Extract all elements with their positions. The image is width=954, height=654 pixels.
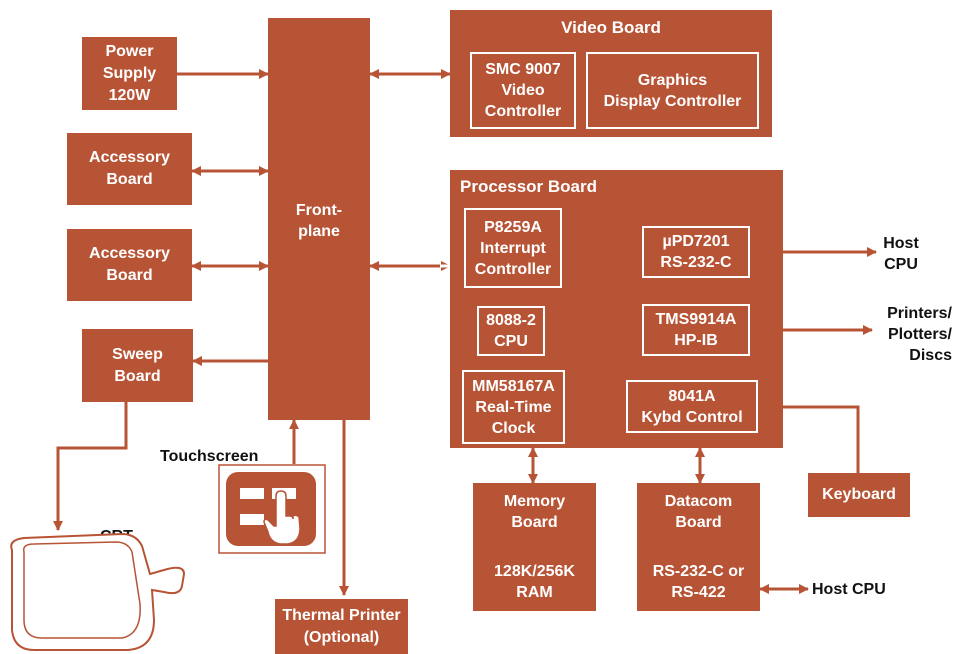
processor-board-block: Processor Board P8259A Interrupt Control… xyxy=(450,170,783,448)
accessory-board-1-label: Accessory Board xyxy=(89,149,170,188)
host-cpu-top-label: Host CPU xyxy=(883,235,919,273)
processor-board-title: Processor Board xyxy=(460,177,597,196)
memory-board-detail: 128K/256K RAM xyxy=(494,563,575,601)
touchscreen-hand-icon xyxy=(218,464,326,554)
cpu-label: 8088-2 CPU xyxy=(486,312,536,350)
accessory-board-1-block: Accessory Board xyxy=(67,133,192,205)
interrupt-controller-label: P8259A Interrupt Controller xyxy=(474,218,552,278)
keyboard-to-kybd-control-arrow xyxy=(762,401,860,481)
accessory-board-2-block: Accessory Board xyxy=(67,229,192,301)
frontplane-label: Front- plane xyxy=(295,202,343,240)
sweep-board-label: Sweep Board xyxy=(112,345,163,385)
real-time-clock-label: MM58167A Real-Time Clock xyxy=(472,377,555,437)
thermal-printer-block: Thermal Printer (Optional) xyxy=(275,599,408,654)
video-board-block: Video Board SMC 9007 Video Controller Gr… xyxy=(450,10,772,137)
datacom-board-detail: RS-232-C or RS-422 xyxy=(652,563,745,601)
keyboard-label: Keyboard xyxy=(822,486,896,503)
memory-board-title: Memory Board xyxy=(503,493,566,531)
kybd-control-label: 8041A Kybd Control xyxy=(641,387,743,426)
datacom-board-block: Datacom Board RS-232-C or RS-422 xyxy=(637,483,760,611)
kybd-control-chip: 8041A Kybd Control xyxy=(626,380,758,433)
datacom-board-title: Datacom Board xyxy=(664,493,733,531)
video-board-title: Video Board xyxy=(561,18,661,37)
interrupt-controller-chip: P8259A Interrupt Controller xyxy=(464,208,562,288)
cpu-chip: 8088-2 CPU xyxy=(477,306,545,356)
graphics-controller-chip: Graphics Display Controller xyxy=(586,52,759,129)
serial-controller-label: µPD7201 RS-232-C xyxy=(660,233,732,271)
sweep-to-crt-arrow xyxy=(52,402,128,532)
hpib-controller-label: TMS9914A HP-IB xyxy=(655,311,737,349)
crt-monitor-icon xyxy=(10,532,186,651)
video-controller-chip: SMC 9007 Video Controller xyxy=(470,52,576,129)
memory-board-block: Memory Board 128K/256K RAM xyxy=(473,483,596,611)
video-controller-label: SMC 9007 Video Controller xyxy=(484,61,562,120)
frontplane-block: Front- plane xyxy=(268,18,370,420)
keyboard-block: Keyboard xyxy=(808,473,910,517)
power-supply-block: Power Supply 120W xyxy=(82,37,177,110)
power-supply-label: Power Supply 120W xyxy=(102,42,157,104)
host-cpu-bottom-label: Host CPU xyxy=(812,581,886,598)
sweep-board-block: Sweep Board xyxy=(82,329,193,402)
thermal-printer-label: Thermal Printer (Optional) xyxy=(282,606,401,646)
hpib-controller-chip: TMS9914A HP-IB xyxy=(642,304,750,356)
real-time-clock-chip: MM58167A Real-Time Clock xyxy=(462,370,565,444)
serial-controller-chip: µPD7201 RS-232-C xyxy=(642,226,750,278)
graphics-controller-label: Graphics Display Controller xyxy=(603,71,742,110)
printers-plotters-discs-label: Printers/ Plotters/ Discs xyxy=(887,305,952,364)
accessory-board-2-label: Accessory Board xyxy=(89,245,170,284)
touchscreen-label: Touchscreen xyxy=(160,448,259,465)
